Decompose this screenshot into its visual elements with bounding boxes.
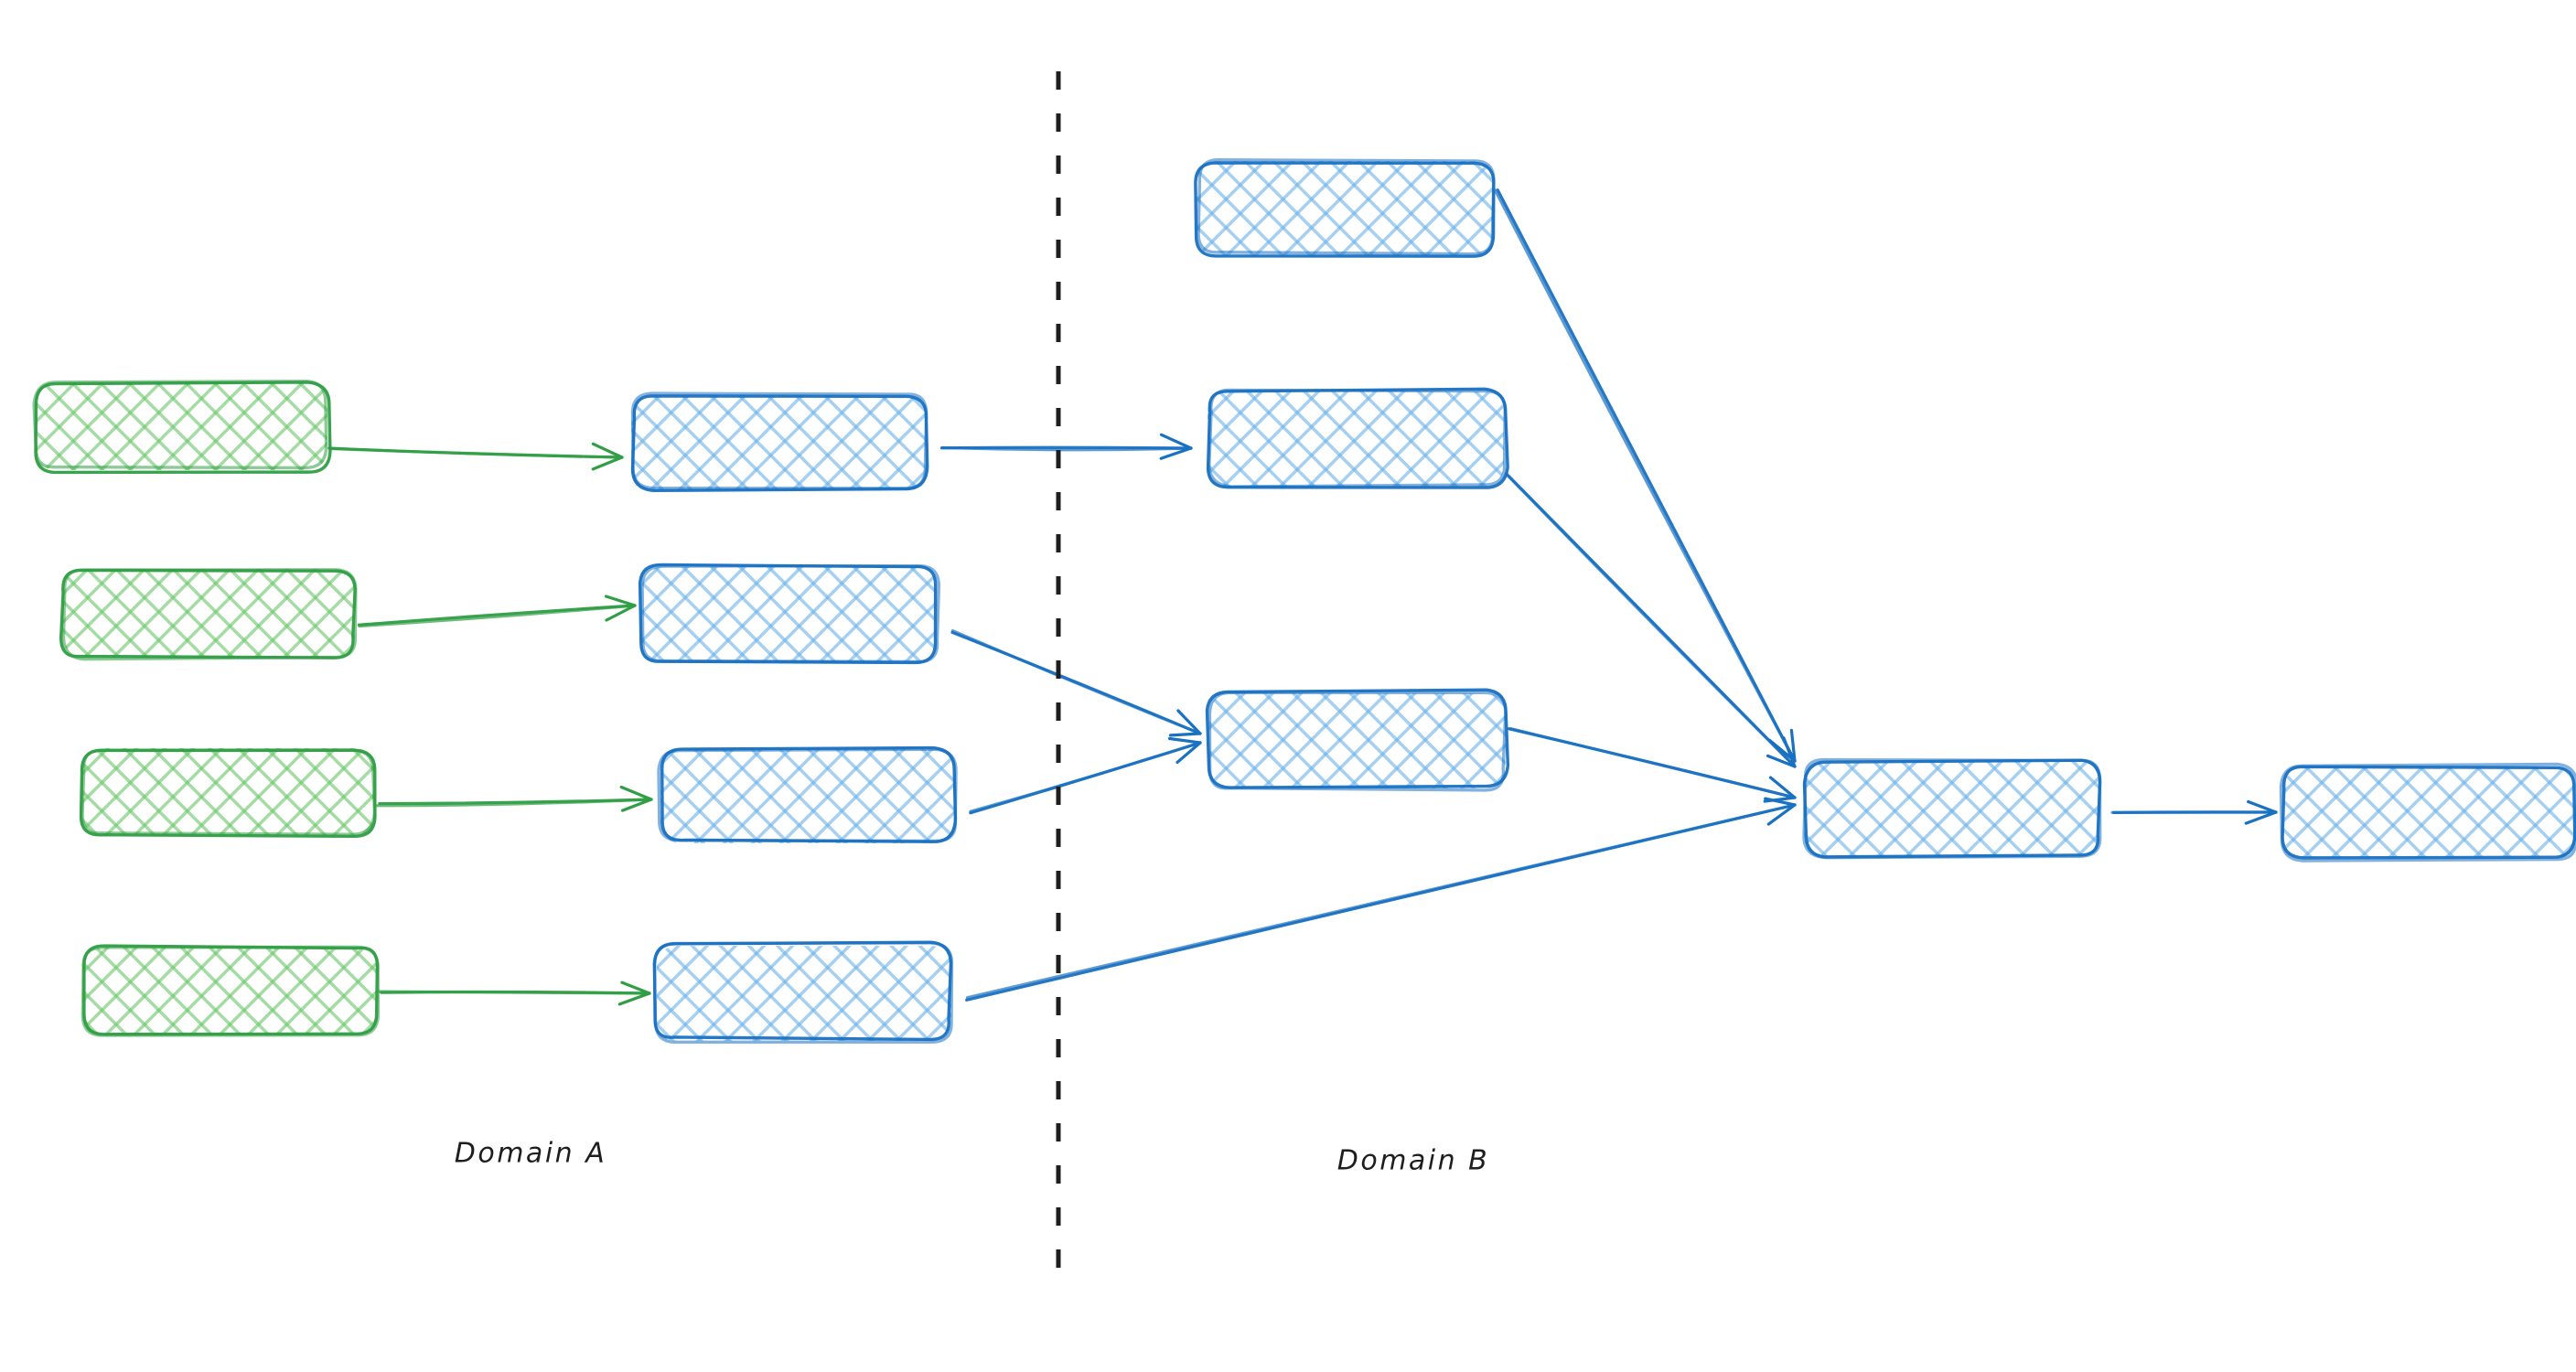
arrowhead-barb-0 xyxy=(1175,741,1202,765)
edge-a3-b3[interactable] xyxy=(376,785,653,812)
node-b4[interactable] xyxy=(652,940,954,1045)
node-outline xyxy=(652,941,954,1045)
edge-line xyxy=(940,445,1193,452)
arrowhead-barb-1 xyxy=(1782,736,1797,768)
arrowhead-barb-1 xyxy=(1768,776,1797,799)
node-outline xyxy=(630,391,928,490)
edge-a4-b4[interactable] xyxy=(377,981,651,1006)
node-b3[interactable] xyxy=(657,745,958,843)
edge-line xyxy=(950,628,1202,735)
node-fill xyxy=(660,748,955,843)
node-fill xyxy=(642,567,937,662)
arrowhead-barb-0 xyxy=(1159,446,1193,460)
node-outline xyxy=(640,564,941,664)
arrowhead-barb-1 xyxy=(619,785,653,801)
node-outline xyxy=(34,381,332,475)
arrowhead-barb-1 xyxy=(604,595,637,607)
edge-line xyxy=(328,446,624,459)
node-outline xyxy=(1197,158,1496,256)
arrowhead-barb-0 xyxy=(1763,796,1797,803)
arrowhead-barb-0 xyxy=(605,604,637,622)
node-a2[interactable] xyxy=(59,568,358,661)
arrowhead-barb-1 xyxy=(1159,433,1193,450)
edge-b2-c3[interactable] xyxy=(950,628,1202,737)
node-outline xyxy=(1208,388,1507,488)
arrowhead-barb-1 xyxy=(1167,736,1202,745)
arrowhead-barb-0 xyxy=(1168,732,1202,737)
node-c1[interactable] xyxy=(1194,158,1496,258)
node-c2[interactable] xyxy=(1206,387,1509,489)
node-e1[interactable] xyxy=(2279,762,2576,863)
arrowhead-barb-1 xyxy=(2247,799,2278,814)
node-outline xyxy=(1802,757,2102,860)
edge-c3-d1[interactable] xyxy=(1507,727,1797,803)
arrowhead-barb-0 xyxy=(591,456,624,471)
edge-a1-b1[interactable] xyxy=(327,442,624,471)
arrowhead-barb-0 xyxy=(2244,810,2278,825)
node-fill xyxy=(657,946,951,1041)
edge-line xyxy=(965,803,1797,1000)
node-fill xyxy=(1197,161,1493,256)
edge-a2-b2[interactable] xyxy=(357,595,637,628)
node-fill xyxy=(631,395,926,490)
node-fill xyxy=(1209,693,1506,788)
node-outline xyxy=(2281,765,2576,860)
arrowhead-barb-1 xyxy=(1789,728,1797,763)
node-fill xyxy=(84,948,377,1035)
node-outline xyxy=(1208,691,1508,792)
nodes-layer xyxy=(32,158,2576,1045)
node-b1[interactable] xyxy=(630,391,929,492)
node-outline xyxy=(80,945,381,1037)
node-outline xyxy=(32,380,328,470)
arrowhead-barb-0 xyxy=(1766,803,1797,826)
node-fill xyxy=(1208,391,1504,487)
edges-layer xyxy=(327,188,2278,1006)
node-outline xyxy=(2279,762,2576,863)
arrowhead-barb-1 xyxy=(1176,709,1202,735)
edge-line xyxy=(358,604,637,628)
edge-line xyxy=(1493,188,1797,763)
node-a4[interactable] xyxy=(80,944,381,1037)
node-fill xyxy=(1804,761,2098,856)
edge-line xyxy=(377,990,651,995)
arrowhead-barb-1 xyxy=(591,442,624,459)
node-outline xyxy=(657,747,958,843)
node-fill xyxy=(35,382,327,470)
label-domain-a: Domain A xyxy=(455,1138,606,1170)
node-c3[interactable] xyxy=(1205,688,1510,792)
arrowhead-barb-0 xyxy=(620,798,653,812)
arrowhead-barb-1 xyxy=(620,981,651,995)
edge-b4-d1[interactable] xyxy=(965,797,1797,1002)
node-outline xyxy=(61,568,358,661)
node-fill xyxy=(82,748,375,836)
node-a1[interactable] xyxy=(32,380,332,475)
labels-layer: Domain A Domain B xyxy=(455,1138,1490,1177)
arrowhead-barb-0 xyxy=(1766,754,1797,768)
node-fill xyxy=(62,569,355,657)
node-d1[interactable] xyxy=(1802,757,2102,860)
edge-line xyxy=(969,741,1202,813)
node-a3[interactable] xyxy=(79,748,377,839)
arrowhead-barb-0 xyxy=(617,991,651,1006)
edge-line xyxy=(1508,727,1797,799)
edge-c1-d1[interactable] xyxy=(1493,188,1797,763)
node-fill xyxy=(2283,766,2576,858)
edge-line xyxy=(376,798,653,808)
edge-d1-e1[interactable] xyxy=(2110,799,2278,825)
edge-b3-c3[interactable] xyxy=(969,736,1202,815)
label-domain-b: Domain B xyxy=(1337,1145,1490,1177)
edge-line xyxy=(1505,472,1797,768)
edge-b1-c2[interactable] xyxy=(939,433,1193,460)
edge-c2-d1[interactable] xyxy=(1504,472,1797,768)
node-outline xyxy=(80,748,377,836)
node-b2[interactable] xyxy=(638,563,941,665)
